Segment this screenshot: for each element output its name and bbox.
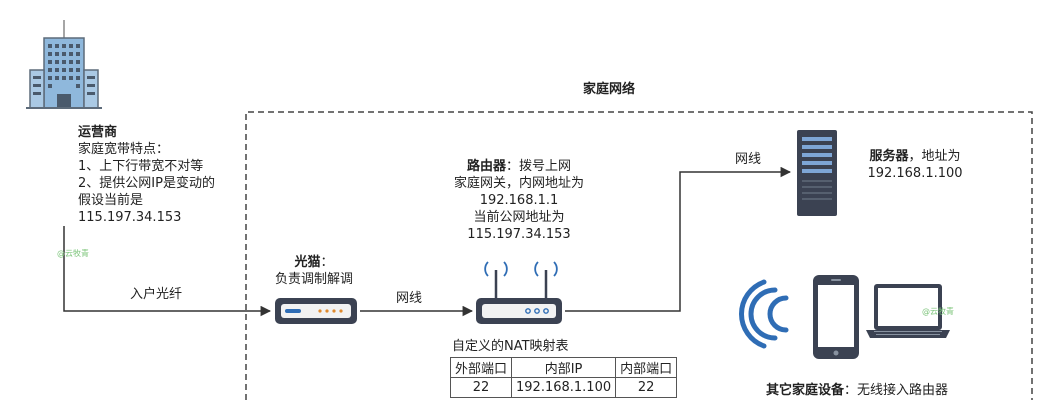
- home-network-label: 家庭网络: [583, 82, 636, 97]
- table-cell: 192.168.1.100: [511, 377, 617, 398]
- table-cell: 22: [449, 377, 513, 398]
- router-line: 192.168.1.1: [479, 193, 559, 208]
- optical-modem-icon: [275, 298, 357, 324]
- table-cell: 22: [615, 377, 678, 398]
- table-header-row: 外部端口 内部IP 内部端口: [449, 357, 678, 378]
- modem-title-suffix: ：: [320, 255, 334, 270]
- nat-table-caption: 自定义的NAT映射表: [452, 339, 569, 354]
- server-label: 服务器，地址为 192.168.1.100: [850, 148, 980, 182]
- isp-line: 1、上下行带宽不对等: [78, 159, 204, 174]
- isp-line: 假设当前是: [78, 193, 144, 208]
- fiber-link: [63, 226, 272, 317]
- watermark: @云牧青: [922, 307, 954, 316]
- isp-line: 115.197.34.153: [78, 210, 182, 225]
- server-title: 服务器: [869, 149, 909, 164]
- cable-link-label: 网线: [735, 152, 762, 167]
- server-title-suffix: ，地址为: [908, 149, 961, 164]
- isp-line: 家庭宽带特点：: [78, 142, 170, 157]
- other-devices-title-suffix: ：无线接入路由器: [844, 383, 949, 398]
- other-devices-title: 其它家庭设备: [766, 383, 845, 398]
- router-title-suffix: ：拨号上网: [506, 159, 572, 174]
- isp-description: 家庭宽带特点： 1、上下行带宽不对等 2、提供公网IP是变动的 假设当前是 11…: [78, 141, 215, 226]
- modem-title: 光猫: [294, 255, 321, 270]
- modem-label: 光猫： 负责调制解调: [256, 254, 372, 288]
- watermark: @云牧青: [57, 249, 89, 258]
- isp-line: 2、提供公网IP是变动的: [78, 176, 215, 191]
- router-label: 路由器：拨号上网 家庭网关，内网地址为 192.168.1.1 当前公网地址为 …: [430, 158, 608, 243]
- phone-icon: [813, 275, 859, 359]
- fiber-link-label: 入户光纤: [130, 287, 183, 302]
- server-address: 192.168.1.100: [867, 166, 963, 181]
- modem-desc: 负责调制解调: [274, 272, 353, 287]
- table-row: 22 192.168.1.100 22: [449, 377, 678, 398]
- server-icon: [797, 130, 837, 216]
- cable-link-router-server: [565, 166, 792, 312]
- table-header-cell: 内部端口: [615, 357, 678, 378]
- router-title: 路由器: [466, 159, 506, 174]
- router-line: 当前公网地址为: [473, 210, 565, 225]
- isp-building-icon: [26, 20, 102, 109]
- cable-link-label: 网线: [396, 291, 423, 306]
- router-line: 家庭网关，内网地址为: [453, 176, 584, 191]
- table-header-cell: 外部端口: [449, 357, 513, 378]
- nat-table: 外部端口 内部IP 内部端口 22 192.168.1.100 22: [449, 357, 678, 398]
- table-header-cell: 内部IP: [511, 357, 617, 378]
- other-devices-label: 其它家庭设备：无线接入路由器: [766, 382, 948, 399]
- isp-title: 运营商: [78, 125, 118, 140]
- home-network-boundary: [245, 111, 1033, 400]
- router-line: 115.197.34.153: [467, 227, 571, 242]
- router-icon: [476, 261, 562, 324]
- laptop-icon: [866, 284, 950, 338]
- wireless-signal-icon: [738, 279, 789, 349]
